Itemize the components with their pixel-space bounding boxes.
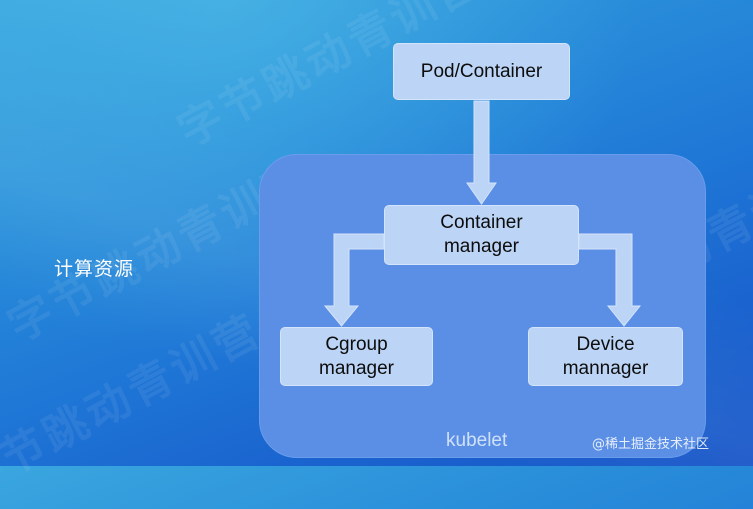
- connector-arrows: [323, 100, 642, 327]
- kubelet-label: kubelet: [446, 430, 508, 451]
- pod-container-label: Pod/Container: [420, 60, 543, 82]
- device-manager-label: Device mannager: [562, 333, 649, 379]
- container-manager-node: Container manager: [384, 205, 579, 265]
- source-credit: @稀土掘金技术社区: [592, 437, 710, 452]
- compute-resources-label: 计算资源: [54, 258, 135, 280]
- arrow-pod-to-container-manager: [466, 100, 497, 205]
- cgroup-manager-node: Cgroup manager: [280, 327, 433, 386]
- cgroup-manager-label: Cgroup manager: [319, 333, 394, 379]
- arrow-container-manager-to-device: [578, 233, 642, 327]
- arrow-container-manager-to-cgroup: [323, 233, 385, 327]
- pod-container-node: Pod/Container: [393, 43, 570, 100]
- device-manager-node: Device mannager: [528, 327, 683, 386]
- container-manager-label: Container manager: [440, 212, 523, 257]
